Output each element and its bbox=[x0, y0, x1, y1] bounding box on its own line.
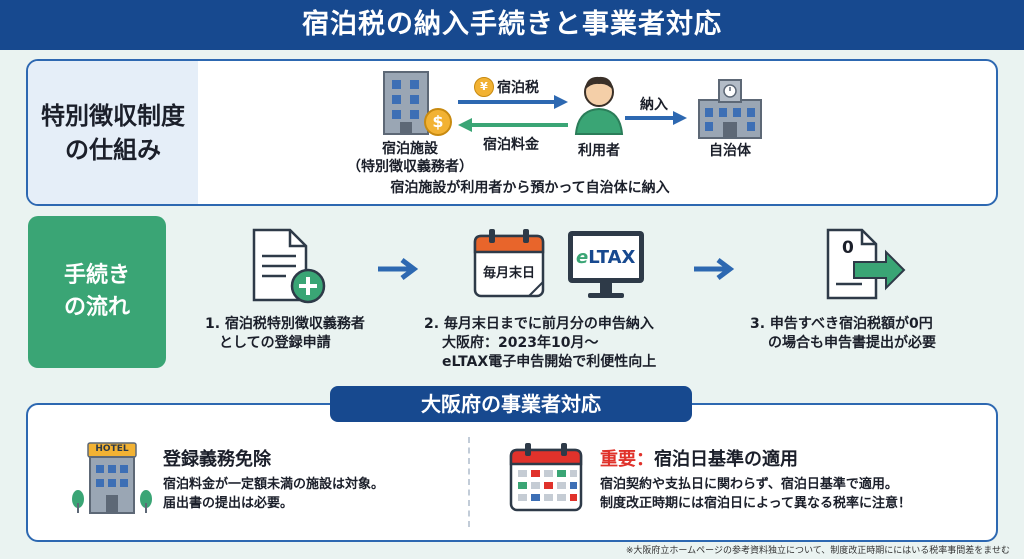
user-person-icon bbox=[574, 76, 624, 135]
footnote: ※大阪府立ホームページの参考資料独立について、制度改正時期ににはいる税率事問差を… bbox=[625, 546, 1010, 556]
important-title: 重要：宿泊日基準の適用 bbox=[600, 445, 798, 471]
calendar-text: 毎月末日 bbox=[482, 266, 535, 281]
hotel-building-icon bbox=[72, 442, 152, 514]
fee-arrow-label: 宿泊料金 bbox=[483, 137, 539, 153]
step3-line1: 3. 申告すべき宿泊税額が0円 bbox=[750, 316, 933, 332]
important-body: 宿泊契約や支払日に関わらず、宿泊日基準で適用。 制度改正時期には宿泊日によって異… bbox=[600, 475, 911, 513]
flow-arrow-icon bbox=[378, 258, 419, 280]
page-title: 宿泊税の納入手続きと事業者対応 bbox=[0, 0, 1024, 50]
pay-arrow-icon bbox=[625, 111, 687, 125]
important-prefix: 重要： bbox=[600, 449, 654, 470]
step1-line2: としての登録申請 bbox=[219, 335, 331, 351]
step2-line3: eLTAX電子申告開始で利便性向上 bbox=[442, 354, 657, 370]
eltax-logo-rest: LTAX bbox=[588, 247, 636, 268]
flow-label-line1: 手続き bbox=[63, 263, 130, 288]
eltax-logo-e: e bbox=[576, 247, 589, 268]
exempt-line2: 届出書の提出は必要。 bbox=[163, 496, 294, 511]
tax-arrow-icon bbox=[458, 95, 568, 109]
mechanism-summary: 宿泊施設が利用者から預かって自治体に納入 bbox=[390, 180, 670, 196]
municipality-building-icon bbox=[698, 79, 762, 139]
important-title-text: 宿泊日基準の適用 bbox=[654, 449, 798, 470]
step3-line2: の場合も申告書提出が必要 bbox=[768, 335, 936, 351]
mechanism-label-line2: の仕組み bbox=[65, 135, 161, 164]
exempt-line1: 宿泊料金が一定額未満の施設は対象。 bbox=[163, 477, 385, 492]
facility-role: （特別徴収義務者） bbox=[347, 159, 473, 175]
exempt-body: 宿泊料金が一定額未満の施設は対象。 届出書の提出は必要。 bbox=[163, 475, 384, 513]
calendar-month-end-icon bbox=[473, 229, 545, 298]
user-label: 利用者 bbox=[578, 143, 620, 159]
important-line2: 制度改正時期には宿泊日によって異なる税率に注意！ bbox=[600, 496, 911, 511]
exempt-title: 登録義務免除 bbox=[163, 449, 271, 470]
dollar-symbol: $ bbox=[432, 112, 444, 131]
flow-label: 手続き の流れ bbox=[28, 216, 166, 368]
yen-symbol: ¥ bbox=[480, 80, 488, 93]
dollar-coin-icon: $ bbox=[424, 108, 452, 136]
yen-coin-icon: ¥ bbox=[474, 77, 494, 97]
zero-report-document-icon bbox=[826, 228, 906, 300]
important-line1: 宿泊契約や支払日に関わらず、宿泊日基準で適用。 bbox=[600, 477, 898, 492]
municipality-label: 自治体 bbox=[709, 143, 751, 159]
osaka-header: 大阪府の事業者対応 bbox=[330, 386, 692, 422]
mechanism-label-line1: 特別徴収制度 bbox=[41, 101, 185, 130]
facility-building-icon bbox=[383, 71, 429, 135]
eltax-monitor-icon bbox=[568, 231, 644, 298]
fee-arrow-icon bbox=[458, 118, 568, 132]
step1-text: 1. 宿泊税特別徴収義務者 としての登録申請 bbox=[205, 315, 365, 353]
flow-label-line2: の流れ bbox=[63, 295, 130, 320]
zero-doc-value: 0 bbox=[842, 238, 854, 258]
step2-line2: 大阪府：2023年10月～ bbox=[442, 335, 599, 351]
facility-label: 宿泊施設 （特別徴収義務者） bbox=[340, 140, 480, 176]
step3-text: 3. 申告すべき宿泊税額が0円 の場合も申告書提出が必要 bbox=[750, 315, 936, 353]
facility-name: 宿泊施設 bbox=[382, 141, 438, 157]
step2-text: 2. 毎月末日までに前月分の申告納入 大阪府：2023年10月～ eLTAX電子… bbox=[424, 315, 656, 372]
tax-arrow-label: 宿泊税 bbox=[497, 80, 539, 96]
calendar-grid-icon bbox=[509, 443, 583, 512]
step2-line1: 2. 毎月末日までに前月分の申告納入 bbox=[424, 316, 654, 332]
step1-line1: 1. 宿泊税特別徴収義務者 bbox=[205, 316, 365, 332]
pay-arrow-label: 納入 bbox=[640, 97, 668, 113]
hotel-sign-text: HOTEL bbox=[95, 444, 129, 454]
document-add-icon bbox=[252, 228, 326, 304]
eltax-logo: eLTAX bbox=[576, 247, 635, 268]
section-divider bbox=[468, 437, 470, 527]
mechanism-label: 特別徴収制度 の仕組み bbox=[28, 61, 198, 204]
flow-arrow-icon bbox=[694, 258, 735, 280]
